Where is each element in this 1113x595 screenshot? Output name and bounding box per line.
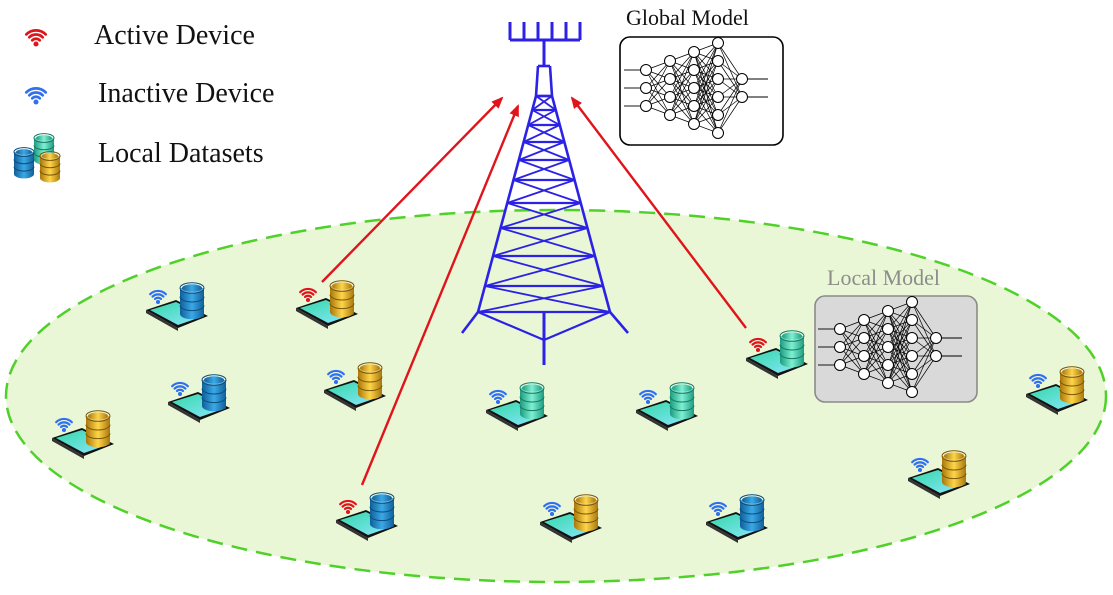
inactive-wifi-icon (1029, 373, 1047, 389)
legend-active-wifi-icon (24, 29, 48, 47)
local-model-box (814, 295, 978, 403)
base-station-tower (460, 22, 629, 365)
device-1 (296, 280, 358, 329)
device-2 (146, 282, 208, 331)
device-7 (486, 382, 548, 431)
local-model-title: Local Model (827, 265, 941, 290)
global-model-title: Global Model (626, 5, 749, 30)
device-11 (746, 330, 808, 379)
inactive-wifi-icon (149, 289, 167, 305)
inactive-wifi-icon (55, 417, 73, 433)
uplink-arrows (321, 96, 747, 486)
legend-active-label: Active Device (94, 20, 255, 51)
device-10 (706, 494, 768, 543)
device-5 (324, 362, 386, 411)
active-wifi-icon (749, 337, 767, 353)
device-8 (636, 382, 698, 431)
inactive-wifi-icon (327, 369, 345, 385)
device-12 (908, 450, 970, 499)
global-model-network-icon (624, 37, 768, 139)
local-model-network-icon (818, 296, 962, 398)
device-6 (336, 492, 398, 541)
inactive-wifi-icon (489, 389, 507, 405)
active-wifi-icon (339, 499, 357, 515)
legend-inactive-wifi-icon (24, 87, 48, 105)
devices-layer (52, 280, 1088, 543)
device-9 (540, 494, 602, 543)
inactive-wifi-icon (911, 457, 929, 473)
legend-datasets-label: Local Datasets (98, 138, 264, 169)
device-4 (52, 410, 114, 459)
inactive-wifi-icon (543, 501, 561, 517)
legend-inactive-label: Inactive Device (98, 78, 275, 109)
inactive-wifi-icon (709, 501, 727, 517)
device-13 (1026, 366, 1088, 415)
device-3 (168, 374, 230, 423)
active-wifi-icon (299, 287, 317, 303)
inactive-wifi-icon (639, 389, 657, 405)
inactive-wifi-icon (171, 381, 189, 397)
legend-database-icon (13, 133, 61, 183)
